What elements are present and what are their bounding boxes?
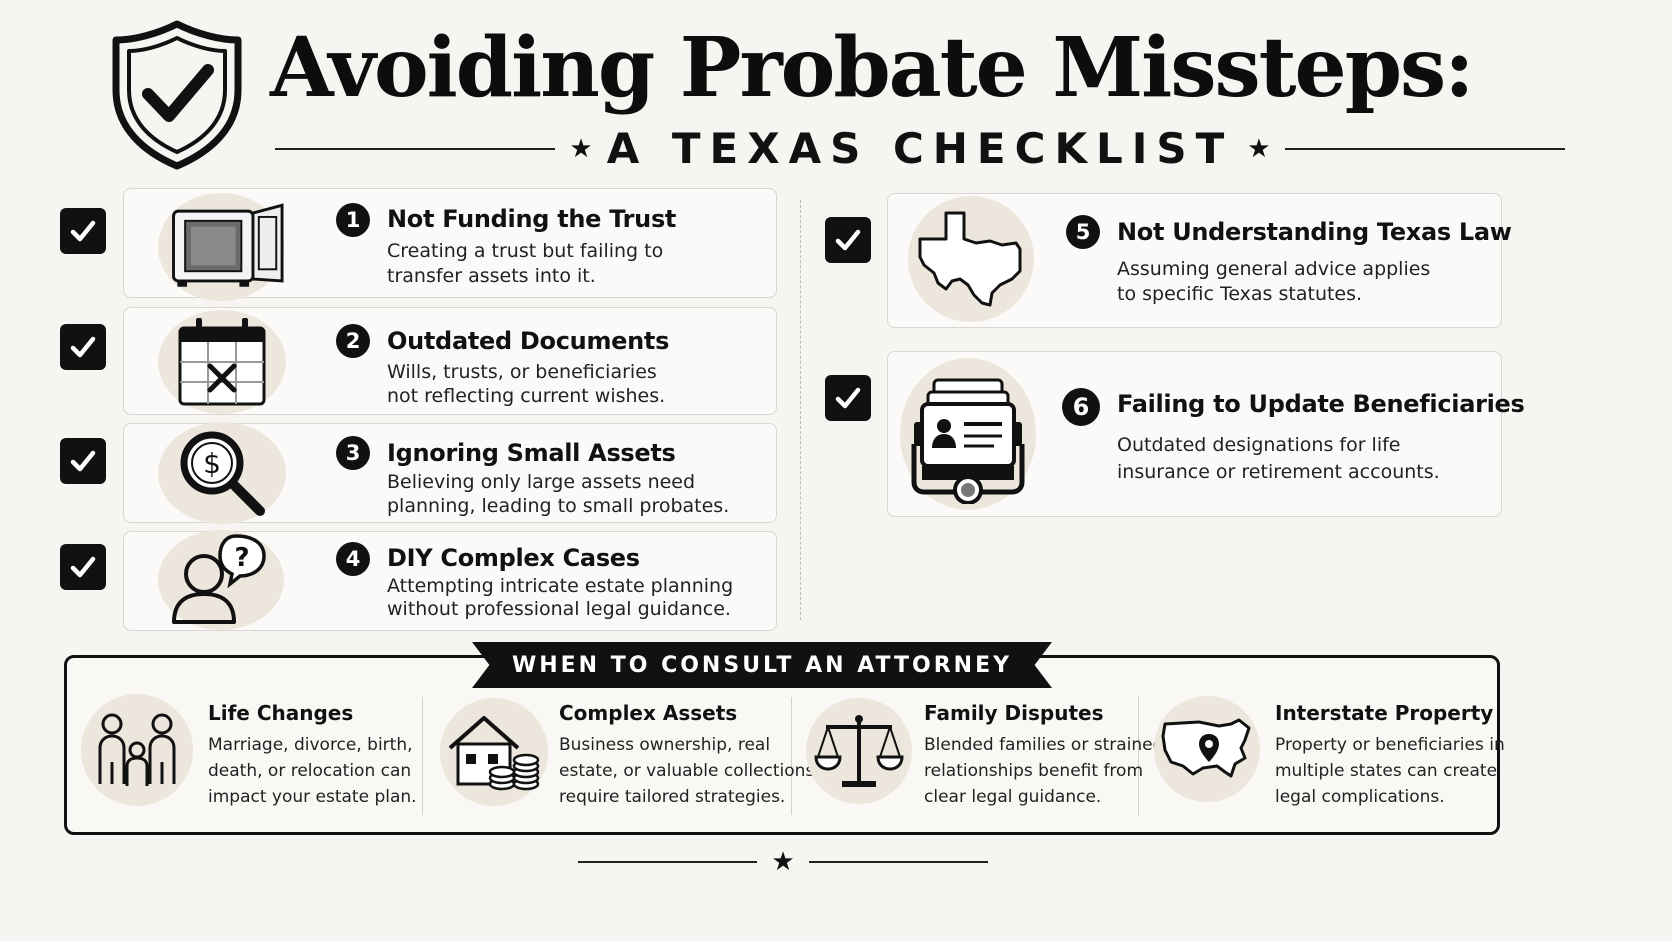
checkmark-icon bbox=[70, 220, 96, 242]
checkmark-icon bbox=[70, 556, 96, 578]
texas-map-icon bbox=[908, 196, 1034, 322]
item-title: Failing to Update Beneficiaries bbox=[1117, 390, 1525, 418]
consult-divider bbox=[422, 697, 423, 815]
consult-desc-line: multiple states can create bbox=[1275, 761, 1498, 781]
checklist-card: $ 3 Ignoring Small Assets Believing only… bbox=[123, 422, 777, 524]
footer-left-rule bbox=[578, 861, 758, 863]
item-desc-line: Creating a trust but failing to bbox=[387, 240, 664, 262]
item-title: Not Understanding Texas Law bbox=[1117, 218, 1512, 246]
item-desc-line: transfer assets into it. bbox=[387, 265, 596, 287]
item-number-badge: 2 bbox=[336, 324, 370, 358]
item-number-badge: 1 bbox=[336, 203, 370, 237]
subtitle-left-rule bbox=[275, 148, 556, 150]
checklist-card: ? 4 DIY Complex Cases Attempting intrica… bbox=[123, 530, 777, 631]
item-title: Outdated Documents bbox=[387, 327, 670, 355]
checkbox-checked[interactable] bbox=[825, 217, 871, 263]
consult-item-title: Interstate Property bbox=[1275, 701, 1494, 725]
star-icon: ★ bbox=[771, 847, 795, 877]
item-title: Not Funding the Trust bbox=[387, 205, 677, 233]
svg-text:$: $ bbox=[203, 447, 221, 480]
consult-banner: WHEN TO CONSULT AN ATTORNEY bbox=[472, 642, 1052, 688]
consult-desc-line: Marriage, divorce, birth, bbox=[208, 735, 413, 755]
consult-desc-line: clear legal guidance. bbox=[924, 787, 1102, 807]
svg-text:?: ? bbox=[234, 543, 249, 573]
item-desc-line: Attempting intricate estate planning bbox=[387, 575, 734, 597]
consult-item-title: Complex Assets bbox=[559, 701, 738, 725]
item-number-badge: 4 bbox=[336, 542, 370, 576]
item-desc-line: planning, leading to small probates. bbox=[387, 495, 730, 517]
checkmark-icon bbox=[70, 450, 96, 472]
item-number-badge: 3 bbox=[336, 436, 370, 470]
consult-desc-line: legal complications. bbox=[1275, 787, 1445, 807]
checklist-card: 2 Outdated Documents Wills, trusts, or b… bbox=[123, 307, 777, 415]
consult-desc-line: relationships benefit from bbox=[924, 761, 1144, 781]
person-question-icon: ? bbox=[158, 530, 284, 630]
footer-right-rule bbox=[808, 861, 988, 863]
item-desc-line: insurance or retirement accounts. bbox=[1117, 461, 1440, 483]
house-coins-icon bbox=[440, 698, 548, 806]
item-number-badge: 5 bbox=[1066, 215, 1100, 249]
consult-desc-line: death, or relocation can bbox=[208, 761, 412, 781]
scales-icon bbox=[806, 698, 912, 804]
card-file-icon bbox=[900, 358, 1036, 510]
subtitle-right-rule bbox=[1284, 148, 1566, 150]
consult-divider bbox=[791, 697, 792, 815]
page-title: Avoiding Probate Missteps: bbox=[270, 20, 1474, 116]
footer-ornament: ★ bbox=[578, 848, 988, 876]
checkmark-icon bbox=[835, 229, 861, 251]
star-icon: ★ bbox=[569, 134, 593, 164]
item-number-badge: 6 bbox=[1062, 388, 1100, 426]
consult-desc-line: Business ownership, real bbox=[559, 735, 771, 755]
magnifier-dollar-icon: $ bbox=[158, 422, 286, 524]
checklist-card: 5 Not Understanding Texas Law Assuming g… bbox=[887, 193, 1512, 328]
family-icon bbox=[81, 694, 193, 806]
item-desc-line: Believing only large assets need bbox=[387, 471, 696, 493]
item-title: Ignoring Small Assets bbox=[387, 439, 676, 467]
consult-divider bbox=[1138, 697, 1139, 815]
calendar-x-icon bbox=[158, 310, 286, 414]
consult-item-title: Family Disputes bbox=[924, 701, 1104, 725]
checklist-card: 6 Failing to Update Beneficiaries Outdat… bbox=[887, 351, 1525, 517]
checkmark-icon bbox=[70, 336, 96, 358]
column-divider bbox=[800, 200, 801, 620]
checkbox-checked[interactable] bbox=[60, 438, 106, 484]
consult-item-title: Life Changes bbox=[208, 701, 354, 725]
checkbox-checked[interactable] bbox=[60, 208, 106, 254]
open-safe-icon bbox=[158, 193, 284, 301]
checkmark-icon bbox=[835, 387, 861, 409]
item-desc-line: not reflecting current wishes. bbox=[387, 385, 666, 407]
item-desc-line: without professional legal guidance. bbox=[387, 598, 731, 620]
consult-desc-line: Blended families or strained bbox=[924, 735, 1164, 755]
us-map-pin-icon bbox=[1154, 696, 1260, 802]
consult-desc-line: require tailored strategies. bbox=[559, 787, 786, 807]
consult-desc-line: Property or beneficiaries in bbox=[1275, 735, 1505, 755]
checkbox-checked[interactable] bbox=[825, 375, 871, 421]
star-icon: ★ bbox=[1247, 134, 1271, 164]
checklist-card: 1 Not Funding the Trust Creating a trust… bbox=[123, 188, 777, 301]
item-desc-line: Wills, trusts, or beneficiaries bbox=[387, 361, 657, 383]
consult-desc-line: estate, or valuable collections bbox=[559, 761, 815, 781]
item-desc-line: to specific Texas statutes. bbox=[1117, 283, 1363, 305]
item-desc-line: Assuming general advice applies bbox=[1117, 258, 1431, 280]
item-desc-line: Outdated designations for life bbox=[1117, 434, 1401, 456]
page-subtitle: A TEXAS CHECKLIST bbox=[606, 124, 1234, 173]
shield-check-icon bbox=[112, 20, 242, 170]
consult-desc-line: impact your estate plan. bbox=[208, 787, 417, 807]
subtitle-row: ★ A TEXAS CHECKLIST ★ bbox=[275, 124, 1566, 173]
item-title: DIY Complex Cases bbox=[387, 544, 640, 572]
checkbox-checked[interactable] bbox=[60, 544, 106, 590]
checkbox-checked[interactable] bbox=[60, 324, 106, 370]
